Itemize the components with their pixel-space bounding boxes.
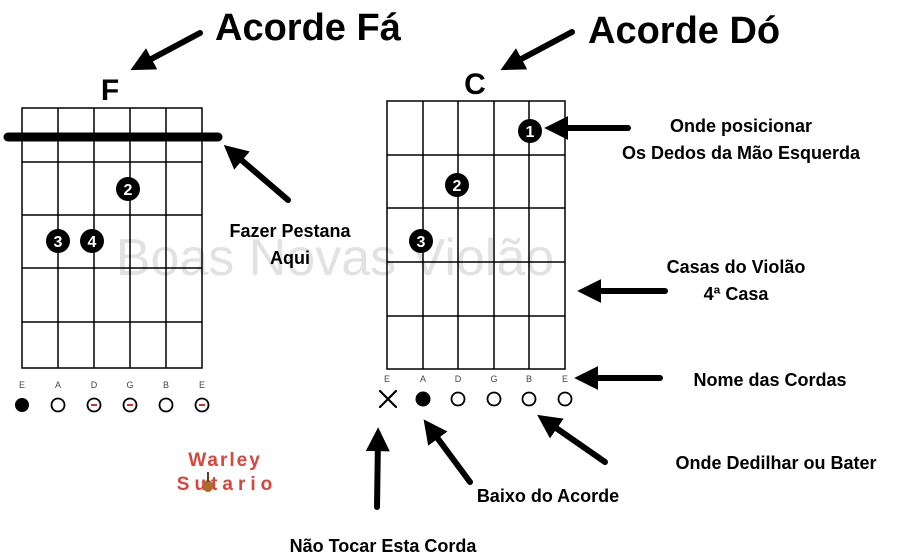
label-frets: 4ª Casa: [704, 284, 770, 304]
chord-f-string-markers: [15, 397, 210, 413]
label-bass: Baixo do Acorde: [477, 486, 619, 506]
string-name: E: [562, 374, 568, 384]
svg-text:3: 3: [54, 234, 63, 251]
label-strum: Onde Dedilhar ou Bater: [675, 453, 876, 473]
chord-c-fretboard: [386, 100, 566, 370]
chord-f: Acorde Fá F 2 3 4 E A D: [3, 7, 402, 413]
string-name: G: [490, 374, 497, 384]
open-marker: [194, 397, 210, 413]
chord-f-string-names: E A D G B E: [19, 380, 205, 390]
chord-c: Acorde Dó C 1 2 3 E A D: [378, 10, 780, 409]
finger-dot: 3: [409, 229, 433, 253]
chord-c-string-markers: [378, 389, 573, 409]
svg-text:2: 2: [124, 182, 133, 199]
string-name: E: [384, 374, 390, 384]
bass-marker: [415, 391, 431, 407]
string-name: B: [526, 374, 532, 384]
open-marker: [557, 391, 573, 407]
barre-label: Fazer Pestana: [229, 221, 351, 241]
svg-text:1: 1: [526, 124, 535, 141]
mute-x-marker: [378, 389, 398, 409]
open-marker: [86, 397, 102, 413]
open-marker: [521, 391, 537, 407]
string-name: D: [91, 380, 98, 390]
finger-dot: 3: [46, 229, 70, 253]
chord-c-string-names: E A D G B E: [384, 374, 568, 384]
chord-c-symbol: C: [464, 68, 486, 101]
bass-marker: [15, 398, 29, 412]
chord-c-heading: Acorde Dó: [588, 10, 780, 52]
guitar-icon: [203, 472, 213, 492]
string-name: E: [199, 380, 205, 390]
chord-f-symbol: F: [101, 74, 119, 107]
svg-text:2: 2: [453, 178, 462, 195]
annotations: Onde posicionar Os Dedos da Mão Esquerda…: [290, 116, 877, 555]
finger-dot: 2: [445, 173, 469, 197]
string-name: E: [19, 380, 25, 390]
label-string-names: Nome das Cordas: [693, 370, 846, 390]
label-frets: Casas do Violão: [667, 257, 806, 277]
logo-line-1: Warley: [188, 450, 262, 471]
string-name: B: [163, 380, 169, 390]
finger-dot: 2: [116, 177, 140, 201]
string-name: A: [55, 380, 61, 390]
svg-text:3: 3: [417, 234, 426, 251]
open-marker: [486, 391, 502, 407]
label-fingers: Onde posicionar: [670, 116, 812, 136]
finger-dot: 4: [80, 229, 104, 253]
logo: Warley Sutario: [177, 450, 277, 495]
open-marker: [158, 397, 174, 413]
arrows: [130, 29, 668, 510]
barre-label: Aqui: [270, 248, 310, 268]
string-name: D: [455, 374, 462, 384]
arrow-to-strum: [537, 414, 608, 465]
open-marker: [122, 397, 138, 413]
finger-dot: 1: [518, 119, 542, 143]
label-mute: Não Tocar Esta Corda: [290, 536, 478, 555]
arrow-to-bass: [423, 419, 473, 485]
arrow-to-mute: [365, 427, 390, 510]
open-marker: [50, 397, 66, 413]
arrow-to-barre: [223, 144, 291, 203]
logo-line-2: Sutario: [177, 474, 277, 495]
arrow-to-f-symbol: [130, 30, 203, 71]
svg-text:4: 4: [88, 234, 97, 251]
label-fingers: Os Dedos da Mão Esquerda: [622, 143, 861, 163]
watermark: Boas Novas Violão: [116, 229, 554, 287]
string-name: G: [126, 380, 133, 390]
string-name: A: [420, 374, 426, 384]
arrow-to-c-symbol: [500, 29, 575, 71]
chord-f-heading: Acorde Fá: [215, 7, 402, 49]
open-marker: [450, 391, 466, 407]
